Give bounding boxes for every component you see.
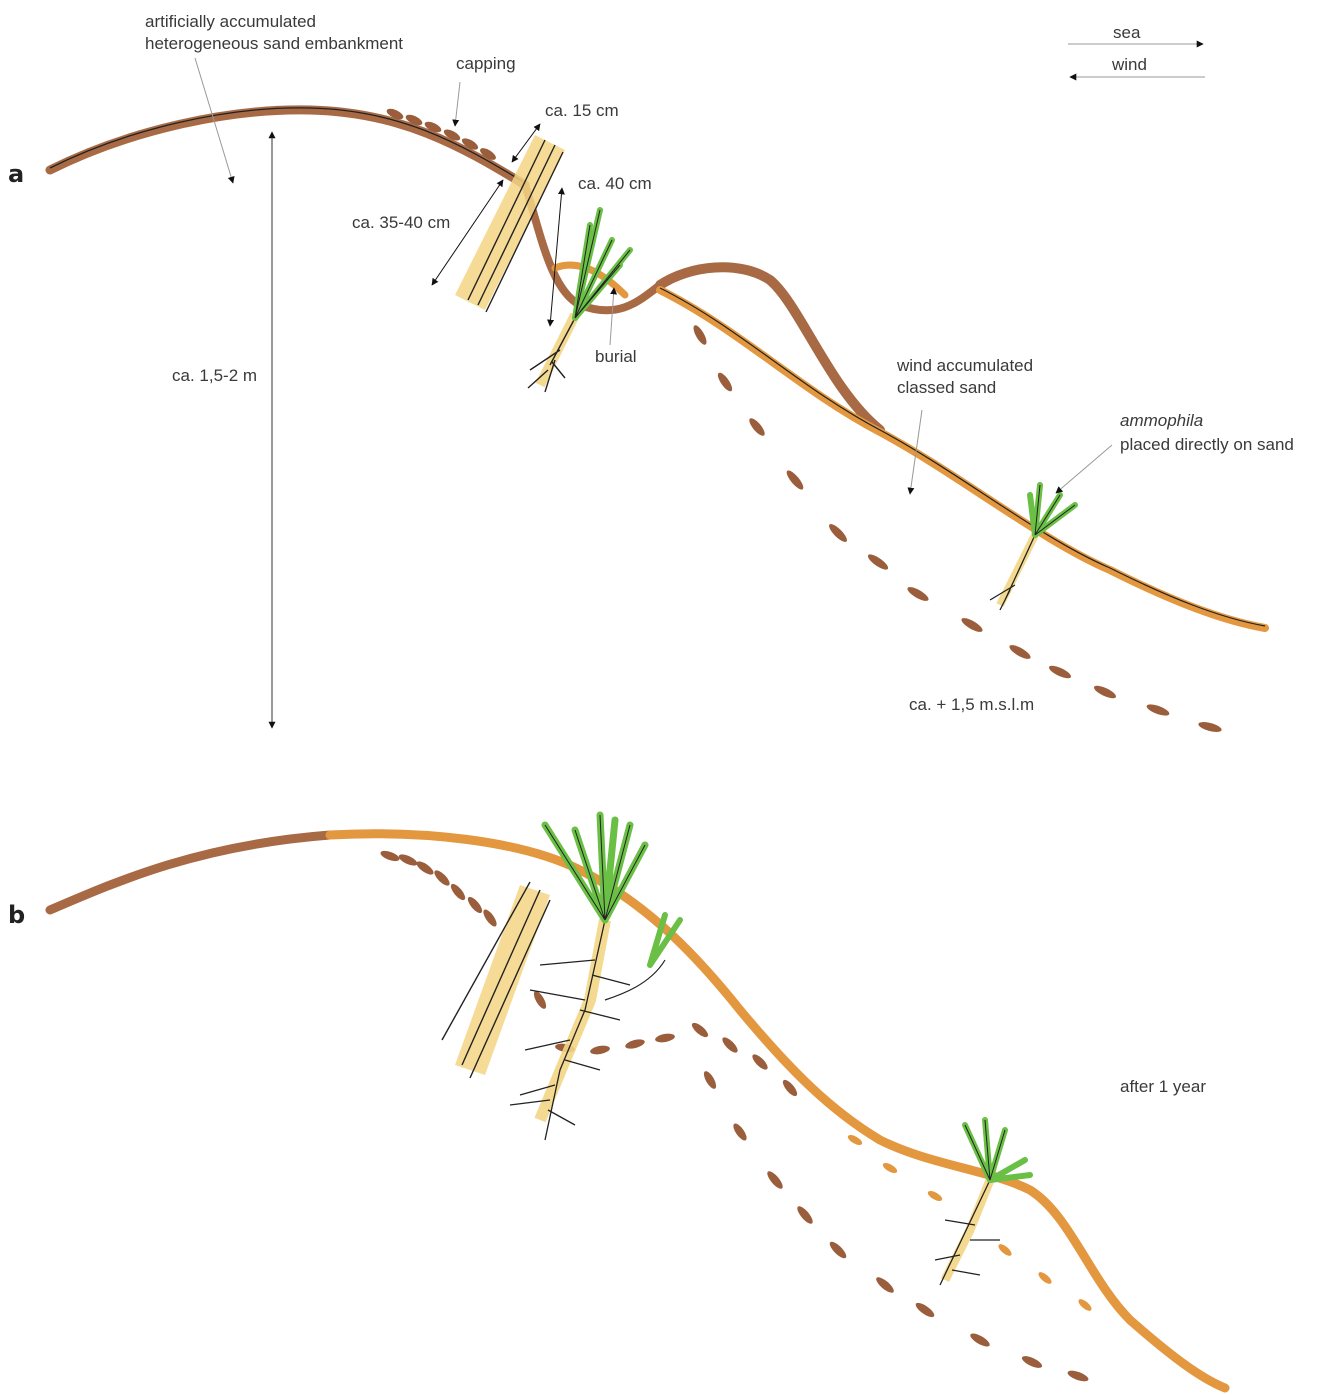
depth-40-arrow xyxy=(550,188,562,326)
buried-surface-dashes-b xyxy=(532,989,1090,1383)
panel-b: b xyxy=(8,815,1225,1388)
embankment-profile xyxy=(50,110,525,185)
capping-leader xyxy=(455,82,460,126)
label-after-1-year: after 1 year xyxy=(1120,1077,1206,1096)
label-capping: capping xyxy=(456,54,516,73)
direction-legend: sea wind xyxy=(1068,23,1205,77)
capping-marks-b xyxy=(379,849,499,929)
label-embankment-2: heterogeneous sand embankment xyxy=(145,34,403,53)
label-height: ca. 1,5-2 m xyxy=(172,366,257,385)
label-burial: burial xyxy=(595,347,637,366)
label-wind-sand-1: wind accumulated xyxy=(896,356,1033,375)
label-elevation: ca. + 1,5 m.s.l.m xyxy=(909,695,1034,714)
label-ammophila-2: placed directly on sand xyxy=(1120,435,1294,454)
panel-a: a xyxy=(8,12,1294,734)
capping-marks xyxy=(385,107,498,163)
wind-sand-slope xyxy=(660,290,1265,628)
seaward-dune-profile xyxy=(660,267,880,430)
embankment-profile-b xyxy=(50,835,330,910)
ammophila-plant-icon-b xyxy=(510,815,680,1140)
burial-leader xyxy=(610,288,614,345)
legend-wind-label: wind xyxy=(1111,55,1147,74)
accumulated-profile-b xyxy=(330,834,1225,1388)
panel-b-letter: b xyxy=(8,901,25,929)
straw-bundle-icon xyxy=(455,135,565,312)
ammophila-plant-icon-b-slope xyxy=(935,1120,1030,1285)
label-ammophila: ammophila xyxy=(1120,411,1203,430)
legend-sea-label: sea xyxy=(1113,23,1141,42)
panel-a-letter: a xyxy=(8,160,24,188)
ammophila-leader xyxy=(1056,445,1112,493)
label-depth-15: ca. 15 cm xyxy=(545,101,619,120)
label-depth-40: ca. 40 cm xyxy=(578,174,652,193)
label-embankment-1: artificially accumulated xyxy=(145,12,316,31)
label-depth-35-40: ca. 35-40 cm xyxy=(352,213,450,232)
label-wind-sand-2: classed sand xyxy=(897,378,996,397)
